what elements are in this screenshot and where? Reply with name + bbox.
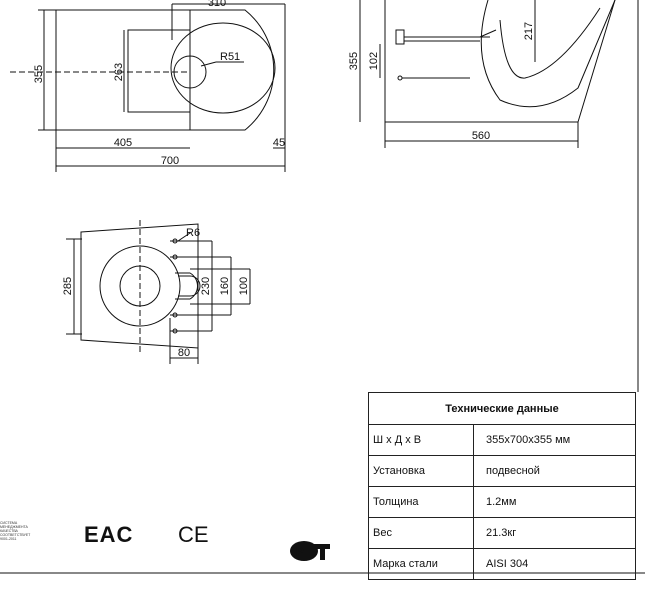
- dim-top-radius: R51: [220, 51, 240, 63]
- dim-rear-230: 230: [200, 277, 212, 295]
- spec-label: Установка: [368, 455, 474, 487]
- spec-value: AISI 304: [473, 548, 636, 580]
- gost-icon: P: [290, 541, 330, 561]
- eac-logo: EAC: [84, 522, 133, 548]
- dim-side-355: 355: [348, 52, 360, 70]
- dim-top-405: 405: [114, 137, 132, 149]
- dim-rear-80: 80: [178, 347, 190, 359]
- dim-top-700: 700: [161, 155, 179, 167]
- spec-value: 21.3кг: [473, 517, 636, 549]
- spec-value: 355х700х355 мм: [473, 424, 636, 456]
- dim-rear-285: 285: [62, 277, 74, 295]
- spec-table-title: Технические данные: [368, 392, 636, 425]
- table-row: Вес 21.3кг: [368, 517, 636, 549]
- table-row: Толщина 1.2мм: [368, 486, 636, 518]
- spec-label: Марка стали: [368, 548, 474, 580]
- dim-rear-radius: R6: [186, 227, 200, 239]
- spec-label: Вес: [368, 517, 474, 549]
- top-outline: [55, 9, 275, 131]
- table-row: Установка подвесной: [368, 455, 636, 487]
- ce-mark: CE: [178, 522, 209, 547]
- top-view: [10, 3, 286, 172]
- eac-mark: EAC: [84, 522, 134, 547]
- spec-label: Ш х Д х В: [368, 424, 474, 456]
- dim-side-217: 217: [523, 22, 535, 40]
- side-view: [359, 0, 616, 148]
- spec-value: 1.2мм: [473, 486, 636, 518]
- dim-top-45: 45: [273, 137, 285, 149]
- spec-table: Технические данные Ш х Д х В 355х700х355…: [368, 392, 636, 580]
- dim-rear-160: 160: [219, 277, 231, 295]
- rear-view: [66, 220, 251, 364]
- svg-text:P: P: [296, 545, 304, 559]
- ce-logo: CE: [178, 522, 209, 548]
- dim-rear-100: 100: [238, 277, 250, 295]
- spec-label: Толщина: [368, 486, 474, 518]
- dim-side-560: 560: [472, 130, 490, 142]
- side-outline: [384, 0, 616, 123]
- dim-top-355: 355: [33, 65, 45, 83]
- table-row: Марка стали AISI 304: [368, 548, 636, 580]
- dim-top-310: 310: [208, 0, 226, 9]
- gost-logo: P: [288, 540, 332, 567]
- dim-top-263: 263: [113, 63, 125, 81]
- dim-side-102: 102: [368, 52, 380, 70]
- spec-value: подвесной: [473, 455, 636, 487]
- iso-certification-text: СИСТЕМА МЕНЕДЖМЕНТА КАЧЕСТВА СООТВЕТСТВУ…: [0, 521, 31, 541]
- table-row: Ш х Д х В 355х700х355 мм: [368, 424, 636, 456]
